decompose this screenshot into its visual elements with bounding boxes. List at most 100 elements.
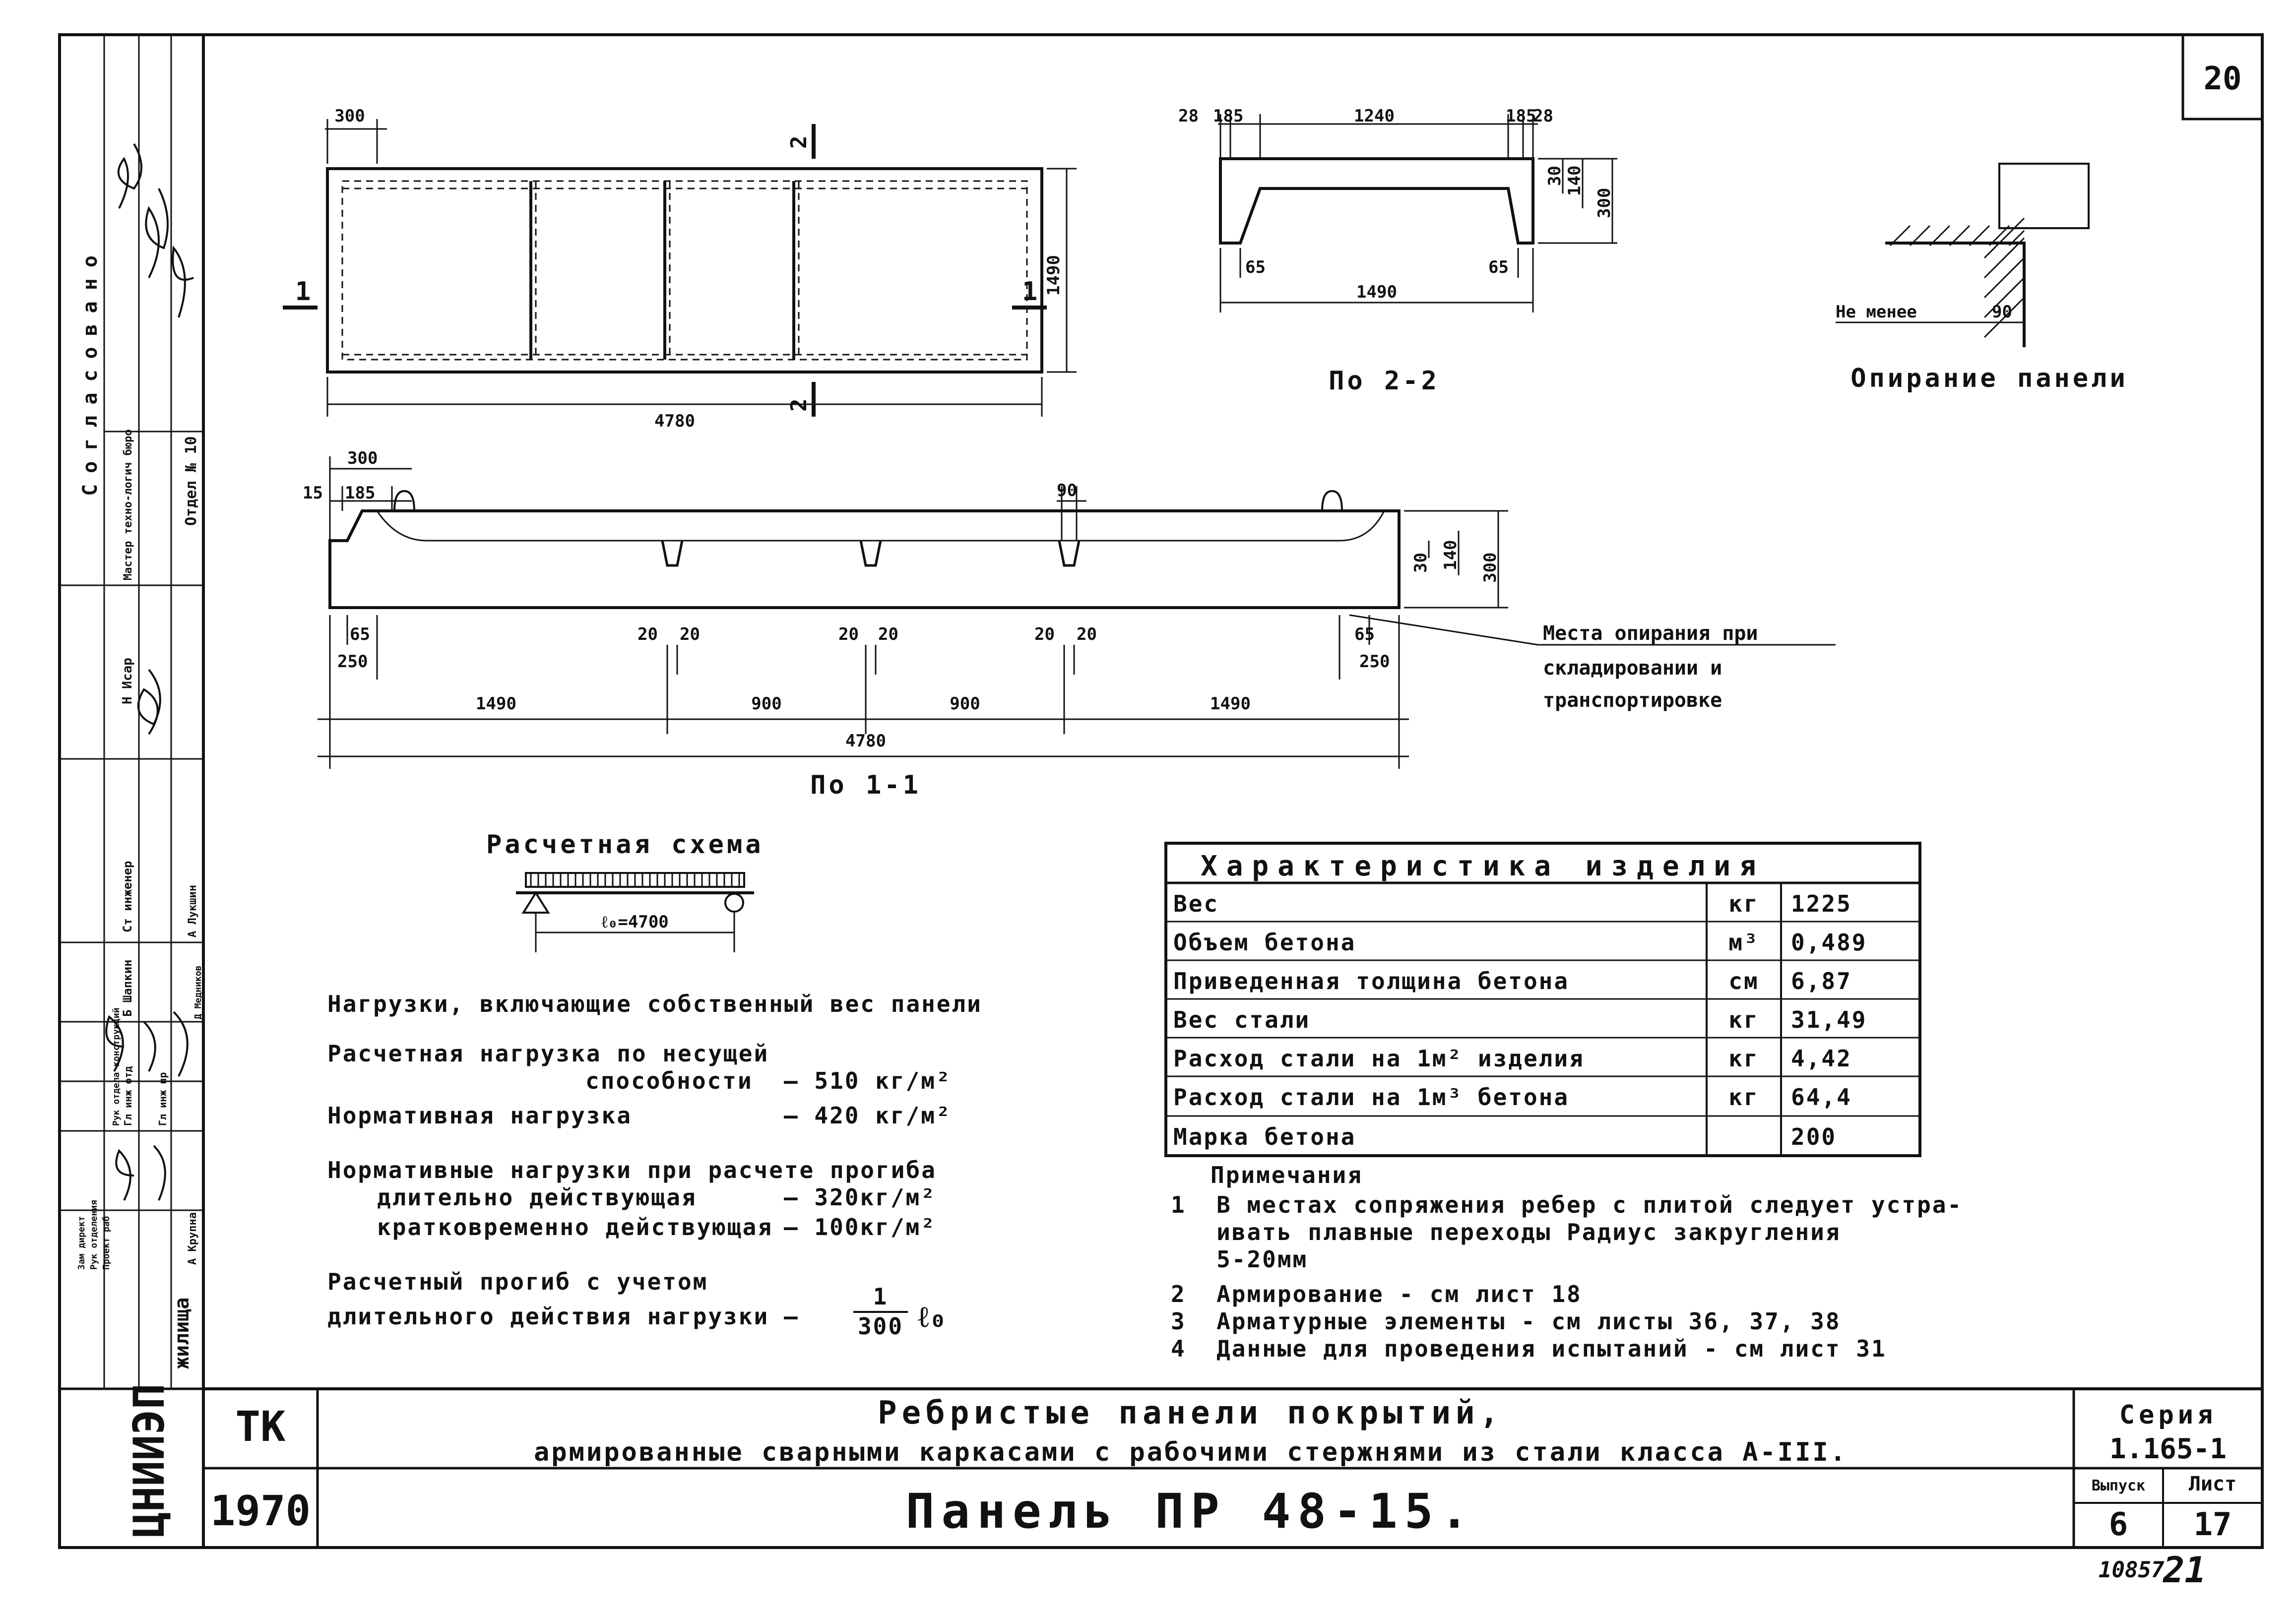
support-detail: Не менее 90 Опирание панели — [1836, 163, 2128, 393]
loads-design-2: способности — [585, 1067, 753, 1094]
s22-dim-b2: 65 — [1488, 257, 1509, 277]
loads-short-value: – 100кг/м² — [784, 1214, 936, 1241]
s11-support-note-1: складировании и — [1543, 657, 1722, 680]
table-row-0-name: Вес — [1173, 890, 1219, 917]
sheet-number-box — [2181, 33, 2264, 121]
stamp-master: Мастер техно-логич бюро — [122, 429, 134, 580]
stamp-row-6: Рук отделения — [89, 1200, 99, 1270]
s11-dim-185: 185 — [345, 483, 375, 503]
s11-rib-4: 20 — [878, 624, 898, 644]
signature-3 — [105, 1011, 189, 1077]
plan-view: 300 1490 4780 1 1 2 2 — [283, 106, 1077, 431]
s22-dim-t2: 185 — [1213, 106, 1243, 126]
s22-dim-t4: 28 — [1533, 106, 1553, 126]
s11-dim-r1: 30 — [1411, 553, 1431, 573]
stamp-person-2: А Крупна — [187, 1212, 199, 1265]
s11-dim-r65: 65 — [1354, 624, 1375, 644]
s11-dim-l250: 250 — [337, 652, 368, 672]
notes-item-5: 4 Данные для проведения испытаний - см л… — [1171, 1335, 1887, 1362]
support-caption: Опирание панели — [1850, 364, 2128, 393]
stamp-person-0: А Лукшин — [187, 885, 199, 937]
s11-span-4: 1490 — [1210, 694, 1251, 714]
title-line-2: армированные сварными каркасами с рабочи… — [534, 1437, 1848, 1467]
s11-support-note-2: транспортировке — [1543, 689, 1722, 712]
plan-dim-1490: 1490 — [1044, 255, 1064, 296]
stamp-row-2: Б Шапкин — [121, 959, 134, 1017]
s22-caption: По 2-2 — [1329, 366, 1440, 396]
s22-dim-t3: 185 — [1506, 106, 1536, 126]
table-row-6-name: Марка бетона — [1173, 1123, 1356, 1150]
calc-scheme-title: Расчетная схема — [486, 830, 764, 860]
loads-long-value: – 320кг/м² — [784, 1184, 936, 1211]
s11-rib-5: 20 — [1034, 624, 1055, 644]
s11-rib-3: 20 — [838, 624, 859, 644]
loads-deflect-den: 300 — [858, 1313, 903, 1340]
stamp-row-8: Гл инж пр — [157, 1072, 169, 1126]
s22-dim-width: 1490 — [1356, 282, 1397, 302]
table-row-5-name: Расход стали на 1м³ бетона — [1173, 1084, 1569, 1111]
loads-design-1: Расчетная нагрузка по несущей — [327, 1040, 769, 1067]
characteristics-table: Характеристика изделия Вес кг 1225 Объем… — [1164, 842, 1921, 1157]
stamp-agreed: Согласовано — [79, 245, 102, 496]
table-row-5-value: 64,4 — [1791, 1084, 1852, 1111]
table-row-1-name: Объем бетона — [1173, 929, 1356, 956]
s22-dim-mid: 1240 — [1354, 106, 1395, 126]
notes-item-4: 3 Арматурные элементы - см листы 36, 37,… — [1171, 1308, 1841, 1335]
series-label: Серия — [2119, 1400, 2217, 1430]
table-row-0-unit: кг — [1728, 890, 1759, 917]
notes-item-0: 1 В местах сопряжения ребер с плитой сле… — [1171, 1191, 1963, 1218]
table-row-4-name: Расход стали на 1м² изделия — [1173, 1045, 1585, 1072]
s11-dim-l65: 65 — [350, 624, 370, 644]
loads-deflection-heading: Нормативные нагрузки при расчете прогиба — [327, 1157, 937, 1183]
loads-deflect-num: 1 — [873, 1283, 889, 1310]
loads-block: Нагрузки, включающие собственный вес пан… — [327, 991, 982, 1340]
table-row-3-value: 31,49 — [1791, 1006, 1867, 1033]
support-label: Не менее — [1836, 302, 1917, 322]
s11-support-note-0: Места опирания при — [1543, 622, 1758, 645]
title-tk: ТК — [235, 1402, 286, 1451]
calc-scheme-span: ℓ₀=4700 — [601, 912, 669, 932]
table-row-4-value: 4,42 — [1791, 1045, 1852, 1072]
table-row-1-value: 0,489 — [1791, 929, 1867, 956]
outer-frame — [58, 33, 2264, 1549]
s11-dim-r3: 300 — [1480, 553, 1500, 583]
s11-dim-r250: 250 — [1359, 652, 1390, 672]
signature-2 — [137, 669, 161, 735]
s11-caption: По 1-1 — [810, 770, 921, 800]
s11-total: 4780 — [845, 731, 886, 751]
plan-dim-4780: 4780 — [654, 411, 695, 431]
s11-dim-90: 90 — [1057, 481, 1077, 500]
table-row-2-unit: см — [1728, 968, 1759, 994]
signature-4 — [115, 1145, 166, 1201]
series-value: 1.165-1 — [2109, 1433, 2227, 1465]
issue-label: Выпуск — [2092, 1477, 2145, 1494]
table-row-6-value: 200 — [1791, 1123, 1837, 1150]
stamp-bottom-number: 10857 — [2099, 1557, 2165, 1583]
stamp-dept: Отдел № 10 — [183, 436, 200, 526]
table-row-5-unit: кг — [1728, 1084, 1759, 1111]
loads-deflect-2: длительного действия нагрузки — [327, 1303, 769, 1330]
s22-dim-b1: 65 — [1245, 257, 1266, 277]
org-name: ЦНИИЭП — [125, 1383, 174, 1538]
stamp-row-1: Ст инженер — [121, 861, 134, 933]
plan-section-2-top: 2 — [786, 136, 812, 149]
notes-item-2: 5-20мм — [1171, 1246, 1308, 1273]
stamp-row-4: Гл инж отд — [122, 1066, 134, 1126]
stamp-person-1: Д Медников — [193, 966, 203, 1019]
table-row-4-unit: кг — [1728, 1045, 1759, 1072]
loads-heading: Нагрузки, включающие собственный вес пан… — [327, 991, 982, 1017]
signature-1 — [117, 143, 194, 318]
section-2-2: 28 185 1240 185 28 30 140 300 65 65 1490… — [1178, 106, 1617, 396]
loads-long: длительно действующая — [377, 1184, 697, 1211]
calc-scheme: Расчетная схема ℓ₀=4700 — [486, 830, 764, 952]
table-title: Характеристика изделия — [1201, 850, 1765, 882]
plan-section-2-bottom: 2 — [786, 399, 812, 412]
notes-item-3: 2 Армирование - см лист 18 — [1171, 1281, 1582, 1307]
support-value: 90 — [1992, 302, 2012, 322]
s11-dim-r2: 140 — [1441, 540, 1461, 570]
table-row-1-unit: м³ — [1728, 929, 1759, 956]
stamp-handwritten: 21 — [2162, 1549, 2206, 1591]
loads-normative-value: – 420 кг/м² — [784, 1102, 952, 1129]
table-row-3-unit: кг — [1728, 1006, 1759, 1033]
